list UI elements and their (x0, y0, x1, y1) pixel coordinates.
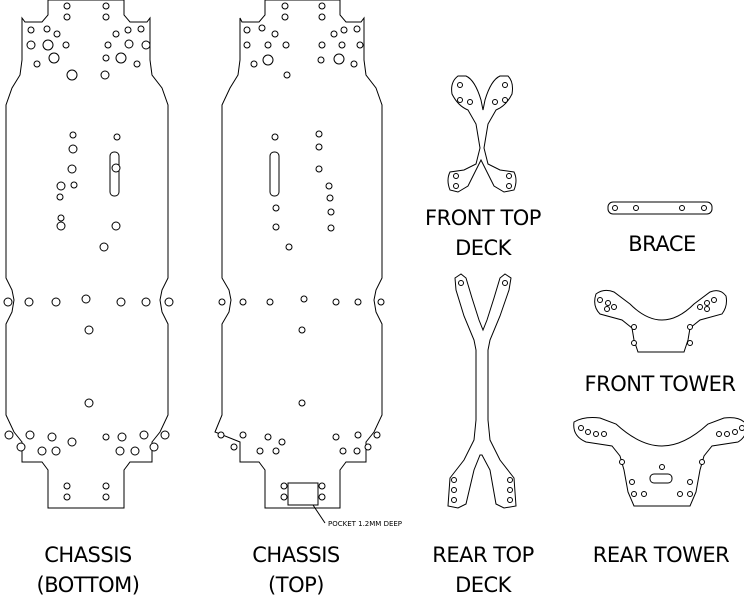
rear-tower-label: REAR TOWER (580, 540, 742, 570)
brace-holes (613, 206, 707, 211)
rear-top-deck-outline (448, 274, 516, 508)
front-tower-outline (595, 290, 727, 352)
brace-part (608, 202, 712, 214)
chassis-bottom-part (4, 0, 173, 508)
chassis-bottom-slot (110, 152, 119, 196)
rear-tower-part (574, 418, 744, 507)
chassis-bottom-label-line2: (BOTTOM) (2, 570, 174, 600)
chassis-top-label: CHASSIS (TOP) (216, 540, 376, 600)
brace-outline (608, 202, 712, 214)
front-tower-label: FRONT TOWER (576, 369, 744, 399)
rear-top-deck-label-line1: REAR TOP (410, 540, 556, 570)
chassis-top-pocket (288, 483, 318, 505)
chassis-top-part (215, 0, 384, 523)
rear-tower-outline (574, 418, 744, 507)
chassis-top-holes (218, 3, 384, 500)
rear-top-deck-holes (452, 281, 513, 503)
front-top-deck-label: FRONT TOP DECK (410, 203, 556, 263)
rear-tower-holes (579, 426, 744, 497)
pocket-depth-note: POCKET 1.2MM DEEP (328, 520, 402, 528)
brace-label: BRACE (590, 229, 734, 259)
chassis-bottom-label: CHASSIS (BOTTOM) (2, 540, 174, 600)
chassis-bottom-label-line1: CHASSIS (2, 540, 174, 570)
rear-top-deck-part (448, 274, 516, 508)
chassis-top-label-line2: (TOP) (216, 570, 376, 600)
front-top-deck-holes (454, 83, 512, 189)
rear-top-deck-label: REAR TOP DECK (410, 540, 556, 600)
front-top-deck-part (448, 76, 516, 192)
chassis-bottom-holes (4, 3, 173, 500)
rear-tower-slot (650, 474, 672, 483)
front-top-deck-label-line1: FRONT TOP (410, 203, 556, 233)
rear-top-deck-label-line2: DECK (410, 570, 556, 600)
front-tower-part (595, 290, 727, 352)
front-top-deck-label-line2: DECK (410, 233, 556, 263)
chassis-top-label-line1: CHASSIS (216, 540, 376, 570)
chassis-top-slot (270, 152, 279, 196)
